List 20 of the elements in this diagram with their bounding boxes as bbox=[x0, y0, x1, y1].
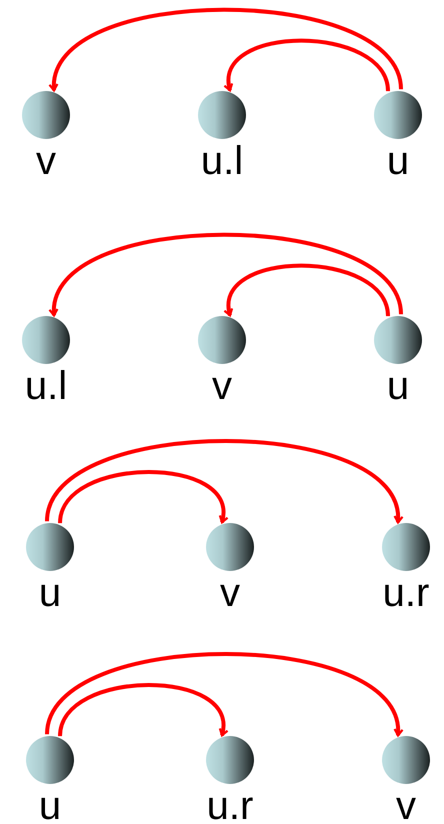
node-label: u bbox=[386, 139, 410, 183]
arrow bbox=[45, 439, 402, 524]
arrow bbox=[58, 470, 228, 524]
arrow bbox=[224, 264, 390, 317]
node-label: v bbox=[220, 571, 240, 615]
arrow bbox=[50, 232, 403, 316]
arrow bbox=[45, 652, 402, 736]
node-label: v bbox=[212, 364, 232, 408]
node-label: u bbox=[386, 364, 410, 408]
arrow bbox=[224, 38, 390, 92]
node-label: u bbox=[38, 784, 62, 824]
node-label: u.r bbox=[206, 784, 254, 824]
node-label: v bbox=[36, 139, 56, 183]
arrow bbox=[50, 8, 403, 92]
node-label: v bbox=[396, 784, 416, 824]
node-label: u.l bbox=[24, 364, 68, 408]
arrow bbox=[58, 683, 228, 737]
node-label: u.l bbox=[200, 139, 244, 183]
node-label: u.r bbox=[382, 571, 430, 615]
node-label: u bbox=[38, 571, 62, 615]
